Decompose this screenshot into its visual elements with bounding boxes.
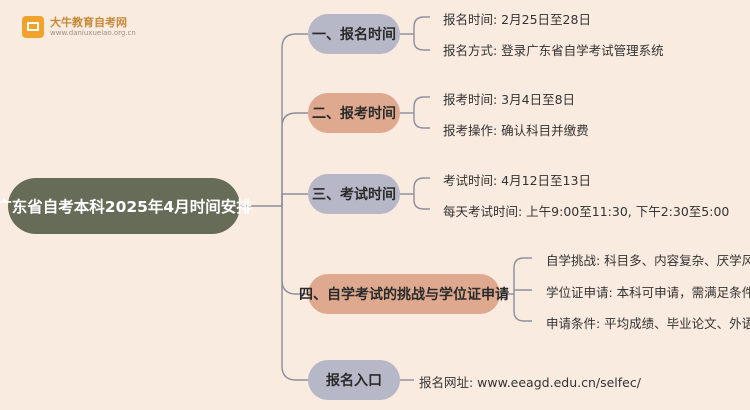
logo-name: 大牛教育自考网 [50, 15, 127, 29]
book-icon [22, 16, 44, 38]
leaf-application-steps: 报考操作: 确认科目并缴费 [443, 123, 589, 138]
leaf-application-date: 报考时间: 3月4日至8日 [443, 92, 576, 107]
branch-registration-portal: 报名入口 [308, 360, 400, 400]
branch-registration-time: 一、报名时间 [308, 14, 400, 54]
leaf-self-study-challenges: 自学挑战: 科目多、内容复杂、厌学风险 [546, 253, 750, 268]
leaf-registration-url[interactable]: 报名网址: www.eeagd.edu.cn/selfec/ [419, 375, 641, 390]
leaf-daily-exam-hours: 每天考试时间: 上午9:00至11:30, 下午2:30至5:00 [443, 204, 730, 219]
branch-application-time: 二、报考时间 [308, 93, 400, 133]
site-logo: 大牛教育自考网 www.daniuxueiao.org.cn [22, 16, 136, 38]
root-node: 广东省自考本科2025年4月时间安排 [0, 178, 252, 234]
leaf-application-conditions: 申请条件: 平均成绩、毕业论文、外语考试 [546, 316, 750, 331]
leaf-degree-application: 学位证申请: 本科可申请，需满足条件 [546, 285, 750, 300]
branch-exam-time: 三、考试时间 [308, 174, 400, 214]
leaf-registration-method: 报名方式: 登录广东省自学考试管理系统 [443, 43, 664, 58]
branch-challenges-degree: 四、自学考试的挑战与学位证申请 [299, 274, 509, 314]
leaf-registration-date: 报名时间: 2月25日至28日 [443, 12, 591, 27]
logo-url: www.daniuxueiao.org.cn [50, 28, 136, 37]
leaf-exam-date: 考试时间: 4月12日至13日 [443, 173, 591, 188]
